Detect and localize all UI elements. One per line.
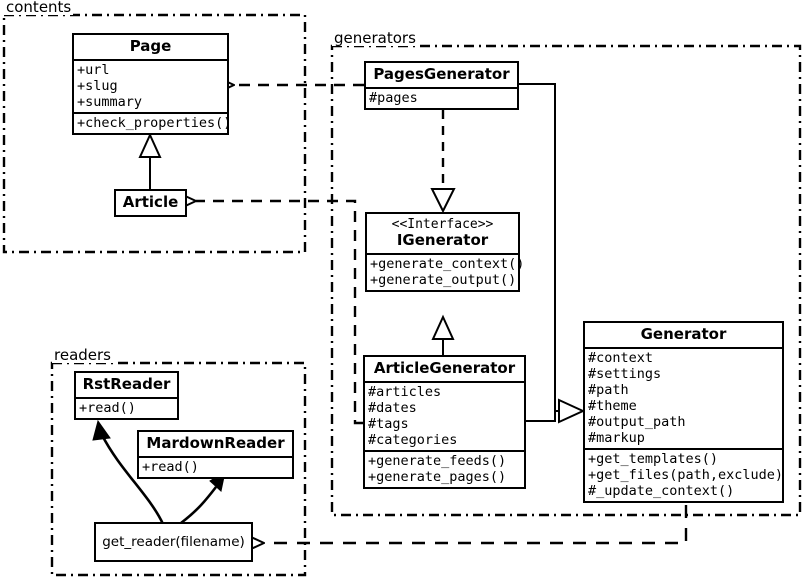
connector-generators-inherit-generator (519, 83, 586, 424)
class-name-igenerator: IGenerator (396, 231, 489, 249)
class-title-article-generator: ArticleGenerator (373, 359, 516, 377)
attribute-item: #theme (588, 398, 637, 414)
class-stereotype-igenerator: <<Interface>> (391, 217, 494, 232)
class-box-igenerator[interactable]: <<Interface>> IGenerator +generate_conte… (365, 212, 525, 292)
class-box-page[interactable]: Page +url +slug +summary +check_properti… (72, 33, 232, 135)
class-title-page: Page (129, 37, 172, 55)
package-label-readers: readers (52, 346, 113, 364)
package-label-contents: contents (4, 0, 74, 16)
attribute-item: #output_path (588, 414, 686, 430)
attribute-item: #pages (369, 90, 418, 106)
class-operations-mardown-reader: +read() (139, 458, 292, 477)
operation-item: +generate_output() (370, 272, 517, 288)
class-title-igenerator: <<Interface>> IGenerator (367, 214, 518, 253)
connector-get_reader-creates-mardownreader (180, 470, 226, 525)
class-title-generator: Generator (640, 325, 727, 343)
connector-pagesgenerator-realizes-igenerator (430, 110, 456, 214)
attribute-item: #markup (588, 430, 645, 446)
class-attributes-pages-generator: #pages (366, 89, 517, 108)
class-box-rst-reader[interactable]: RstReader +read() (74, 371, 179, 420)
class-title-article: Article (122, 193, 179, 211)
attribute-item: +url (77, 62, 110, 78)
connector-generator-uses-get_reader (264, 505, 688, 543)
class-box-article-generator[interactable]: ArticleGenerator #articles #dates #tags … (363, 355, 526, 489)
connector-articlegenerator-uses-article (196, 201, 363, 425)
attribute-item: #categories (368, 432, 458, 448)
operation-item: +generate_context() (370, 256, 525, 272)
attribute-item: #path (588, 382, 629, 398)
class-attributes-page: +url +slug +summary (74, 61, 227, 112)
class-operations-igenerator: +generate_context() +generate_output() (367, 255, 525, 290)
function-label-get-reader: get_reader(filename) (102, 534, 245, 550)
class-title-rst-reader: RstReader (82, 375, 171, 393)
connector-articlegenerator-realizes-igenerator (431, 314, 455, 355)
attribute-item: #dates (368, 400, 417, 416)
attribute-item: #tags (368, 416, 409, 432)
class-operations-rst-reader: +read() (76, 399, 177, 418)
class-operations-generator: +get_templates() +get_files(path,exclude… (585, 450, 784, 501)
class-box-generator[interactable]: Generator #context #settings #path #them… (583, 321, 784, 503)
connector-article-inherits-page (138, 132, 162, 189)
class-box-article[interactable]: Article (114, 189, 187, 217)
class-attributes-article-generator: #articles #dates #tags #categories (365, 383, 524, 450)
attribute-item: #settings (588, 366, 662, 382)
class-title-mardown-reader: MardownReader (146, 434, 285, 452)
operation-item: +get_templates() (588, 451, 719, 467)
operation-item: +read() (142, 459, 199, 475)
class-operations-article-generator: +generate_feeds() +generate_pages() (365, 452, 524, 487)
class-operations-page: +check_properties() (74, 114, 232, 133)
class-box-pages-generator[interactable]: PagesGenerator #pages (364, 61, 519, 110)
operation-item: +read() (79, 400, 136, 416)
attribute-item: #articles (368, 384, 442, 400)
package-label-generators: generators (332, 29, 418, 47)
attribute-item: +slug (77, 78, 118, 94)
operation-item: +check_properties() (77, 115, 232, 131)
operation-item: +generate_feeds() (368, 453, 507, 469)
attribute-item: #context (588, 350, 654, 366)
class-title-pages-generator: PagesGenerator (373, 65, 510, 83)
operation-item: +generate_pages() (368, 469, 507, 485)
attribute-item: +summary (77, 94, 143, 110)
class-attributes-generator: #context #settings #path #theme #output_… (585, 349, 782, 448)
class-box-mardown-reader[interactable]: MardownReader +read() (137, 430, 294, 479)
operation-item: #_update_context() (588, 483, 735, 499)
function-box-get-reader[interactable]: get_reader(filename) (94, 522, 253, 562)
operation-item: +get_files(path,exclude) (588, 467, 784, 483)
